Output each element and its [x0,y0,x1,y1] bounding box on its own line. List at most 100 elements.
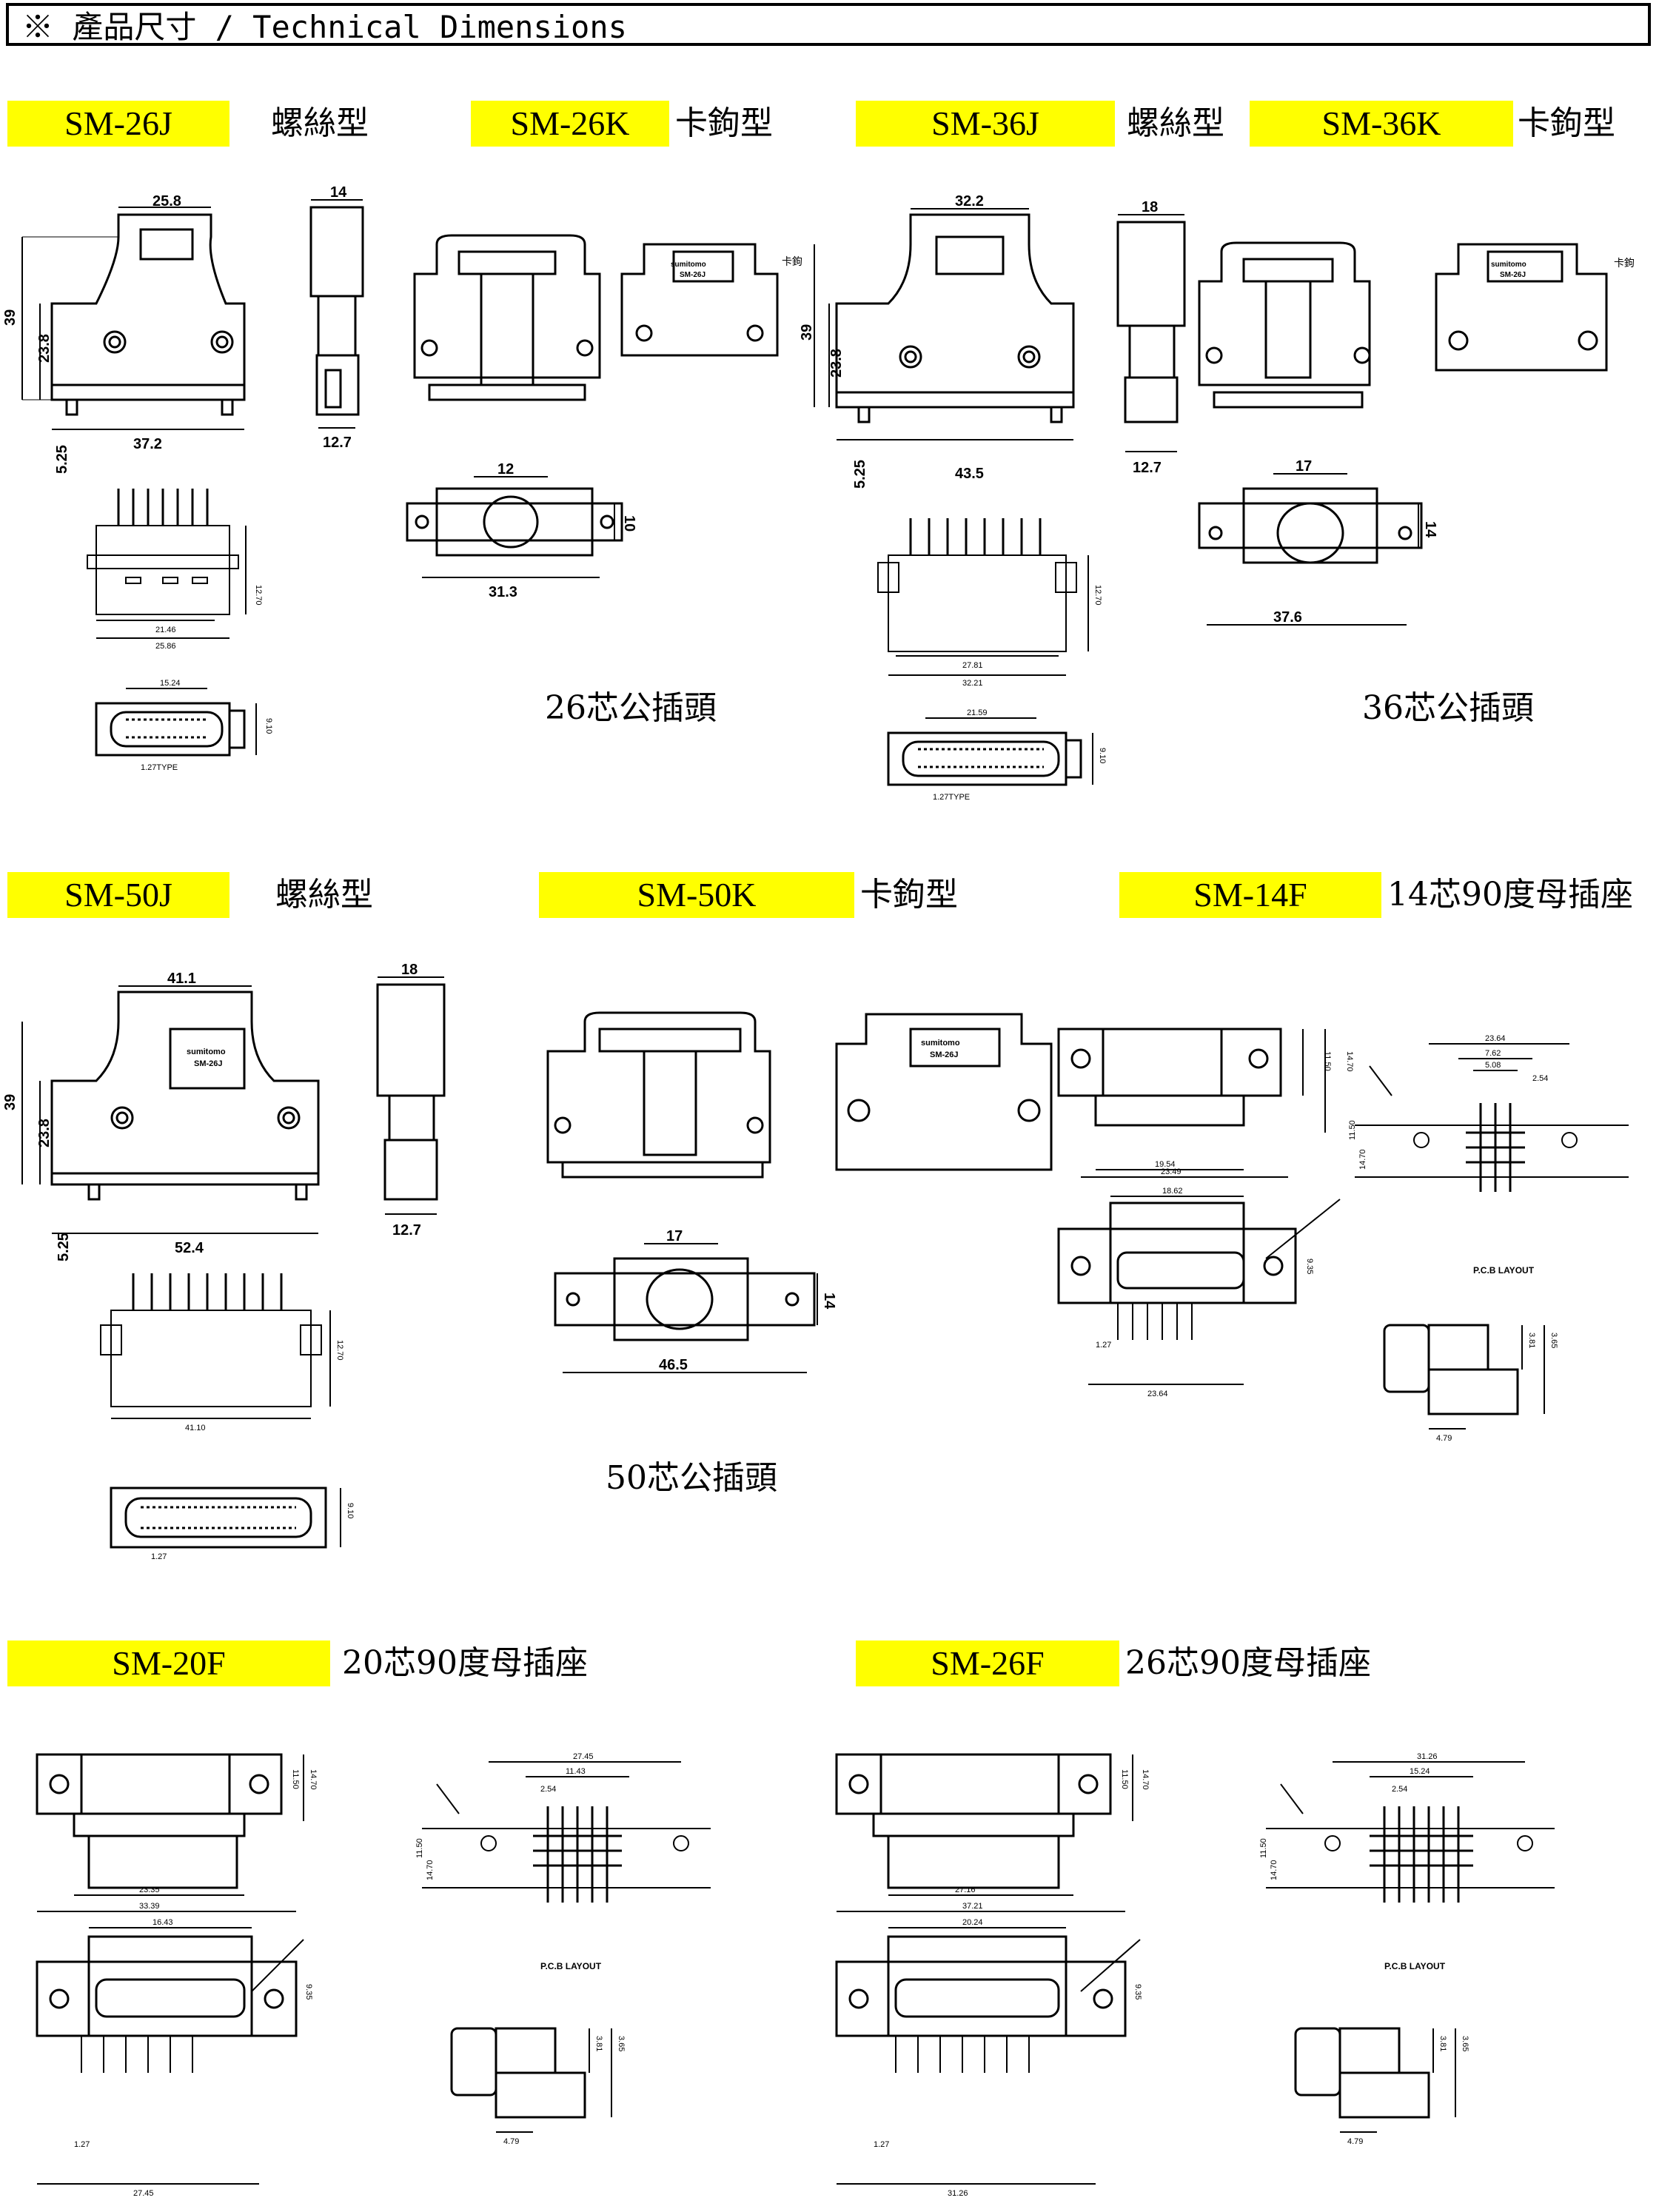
sm26f-dim-w2: 37.21 [962,1902,983,1911]
sm20f-dim-w4: 27.45 [133,2189,154,2198]
sm26f-dim-pw2: 15.24 [1410,1767,1430,1776]
sm20f-dim-pw: 27.45 [573,1752,594,1761]
sm26j-dim-h2: 23.8 [36,334,53,363]
sm26f-dim-h2: 14.70 [1141,1769,1150,1790]
sm26f-dim-ph2: 14.70 [1270,1860,1278,1880]
type-label-sm14f: 14芯90度母插座 [1387,876,1633,914]
sm20f-pcb-layout: 27.45 11.43 2.54 11.50 14.70 P.C.B LAYOU… [415,1752,711,1971]
sm26j-dim-plug-w: 15.24 [160,679,181,688]
sm50j-dim-plug-h: 9.10 [346,1503,355,1518]
sm36j-front-view: 32.2 39 23.8 43.5 5.25 [799,193,1075,489]
sm26k-front-view [413,234,601,401]
sm50j-dim-h2: 23.8 [36,1119,53,1147]
type-label-sm50j: 螺絲型 [275,876,373,914]
sm26f-dim-sh1: 3.81 [1438,2036,1447,2051]
sm26j-dim-side: 14 [330,184,347,201]
sm20f-dim-ph2: 14.70 [426,1860,435,1880]
sm36j-plug-face: 21.59 9.10 1.27TYPE [887,708,1107,802]
sm20f-pcb-label: P.C.B LAYOUT [540,1961,602,1971]
sm50k-side-view: sumitomo SM-26J [835,1013,1053,1171]
sm14f-dim-pw3: 5.08 [1485,1061,1501,1070]
sm26k-hook-label: 卡鉤 [782,256,802,268]
sm50j-dim-pin-w1: 41.10 [185,1424,206,1432]
sm14f-dim-h2: 14.70 [1345,1051,1354,1072]
sm36k-side-view: sumitomo SM-26J 卡鉤 [1435,243,1635,372]
sm50j-dim-side-b: 12.7 [392,1222,421,1239]
type-label-sm26k: 卡鉤型 [675,104,773,142]
sm20f-dim-h2: 14.70 [309,1769,318,1790]
sm26j-plug-face: 15.24 9.10 1.27TYPE [95,679,273,772]
sm26j-dim-pin-w2: 25.86 [155,642,176,651]
sm36k-hook-label: 卡鉤 [1614,258,1635,269]
sm20f-dim-pw2: 11.43 [566,1767,586,1776]
sm50k-front-view [546,1011,771,1179]
sm20f-views: 11.50 14.70 23.35 33.39 16.43 9.35 1.27 … [36,1753,318,2198]
sm26j-front-view: 25.8 39 23.8 37.2 5.25 [2,193,246,474]
model-label-sm36k: SM-36K [1250,101,1513,147]
caption-26pin-male-plug: 26芯公插頭 [545,689,717,727]
sm26k-dim-bottom: 31.3 [489,584,517,600]
sm14f-dim-w4: 23.64 [1147,1390,1168,1398]
sm26j-dim-bottom: 37.2 [133,436,162,452]
sm26f-views: 11.50 14.70 27.16 37.21 20.24 9.35 1.27 … [835,1753,1150,2198]
sm14f-dim-w2: 23.49 [1161,1167,1182,1176]
sm20f-dim-ph: 11.50 [415,1838,424,1858]
sm26f-dim-h1: 11.50 [1120,1769,1129,1789]
model-label-sm36j: SM-36J [856,101,1115,147]
sm50j-dim-side: 18 [401,962,418,978]
sm50j-dim-h: 39 [2,1094,19,1110]
sm14f-side-view: 4.79 3.81 3.65 [1383,1324,1558,1443]
model-label-sm14f: SM-14F [1119,872,1381,918]
sm50k-part: SM-26J [930,1050,959,1059]
sm14f-dim-sh1: 3.81 [1527,1333,1536,1348]
sm36j-dim-bottom: 43.5 [955,466,984,482]
sm26j-dim-pitch: 1.27TYPE [141,763,178,772]
sm14f-dim-h1: 11.50 [1323,1051,1332,1071]
caption-36pin-male-plug: 36芯公插頭 [1362,689,1534,727]
sm20f-dim-sw: 4.79 [503,2137,519,2146]
sm26j-pins [117,489,209,526]
sm36k-brand: sumitomo [1491,261,1526,269]
sm36j-pin-view: 27.81 32.21 12.70 [877,518,1102,688]
header-title: ※ 產品尺寸 / Technical Dimensions [22,10,627,44]
sm14f-dim-h3: 9.35 [1305,1259,1314,1274]
sm14f-dim-pw4: 2.54 [1532,1074,1548,1083]
sm14f-dim-w1: 19.54 [1155,1160,1176,1169]
sm36k-top-view: 17 37.6 14 [1198,458,1438,626]
sm50j-part: SM-26J [194,1059,223,1068]
sm36k-dim-h: 14 [1422,521,1438,538]
sm14f-pcb-label: P.C.B LAYOUT [1473,1265,1535,1276]
sm36j-dim-plug-w: 21.59 [967,708,988,717]
sm36j-dim-side-b: 12.7 [1133,460,1162,476]
type-label-sm36k: 卡鉤型 [1518,104,1615,142]
sm14f-dim-pw: 23.64 [1485,1034,1506,1043]
sm36j-side-view: 18 12.7 [1116,199,1186,476]
sm14f-pcb-layout: 23.64 7.62 5.08 2.54 11.50 14.70 P.C.B L… [1348,1034,1629,1276]
sm14f-views: 11.50 14.70 19.54 23.49 18.62 9.35 1.27 … [1057,1028,1354,1398]
sm26k-part: SM-26J [680,271,706,279]
sm26j-side-view: 14 12.7 [309,184,364,451]
type-label-sm26j: 螺絲型 [271,104,369,142]
sm26f-dim-sw: 4.79 [1347,2137,1363,2146]
sm50j-front-view: sumitomo SM-26J 41.1 39 23.8 52.4 5.25 [2,971,320,1261]
sm14f-dim-pw2: 7.62 [1485,1049,1501,1058]
sm26j-pin-view: 21.46 25.86 12.70 [87,489,263,651]
sm14f-dim-sh2: 3.65 [1549,1333,1558,1348]
sm20f-dim-p: 1.27 [74,2140,90,2149]
sm26f-dim-w3: 20.24 [962,1918,983,1927]
sm26j-dim-plug-h: 9.10 [264,718,273,734]
type-label-sm36j: 螺絲型 [1127,104,1224,142]
sm36j-dim-h2: 23.8 [828,349,845,378]
sm14f-dim-w3: 18.62 [1162,1187,1183,1196]
sm20f-side-view: 4.79 3.81 3.65 [450,2027,626,2146]
sm50k-brand: sumitomo [921,1039,960,1048]
sm26k-brand: sumitomo [671,261,706,269]
sm26j-dim-pin-h: 12.70 [254,585,263,606]
model-label-sm50k: SM-50K [539,872,854,918]
sm26f-side-view: 4.79 3.81 3.65 [1294,2027,1469,2146]
sm50k-dim-top: 17 [666,1228,683,1244]
sm20f-dim-w3: 16.43 [153,1918,173,1927]
sm26f-dim-ph: 11.50 [1259,1838,1268,1858]
model-label-sm26k: SM-26K [471,101,669,147]
sm20f-dim-pw4: 2.54 [540,1785,556,1794]
